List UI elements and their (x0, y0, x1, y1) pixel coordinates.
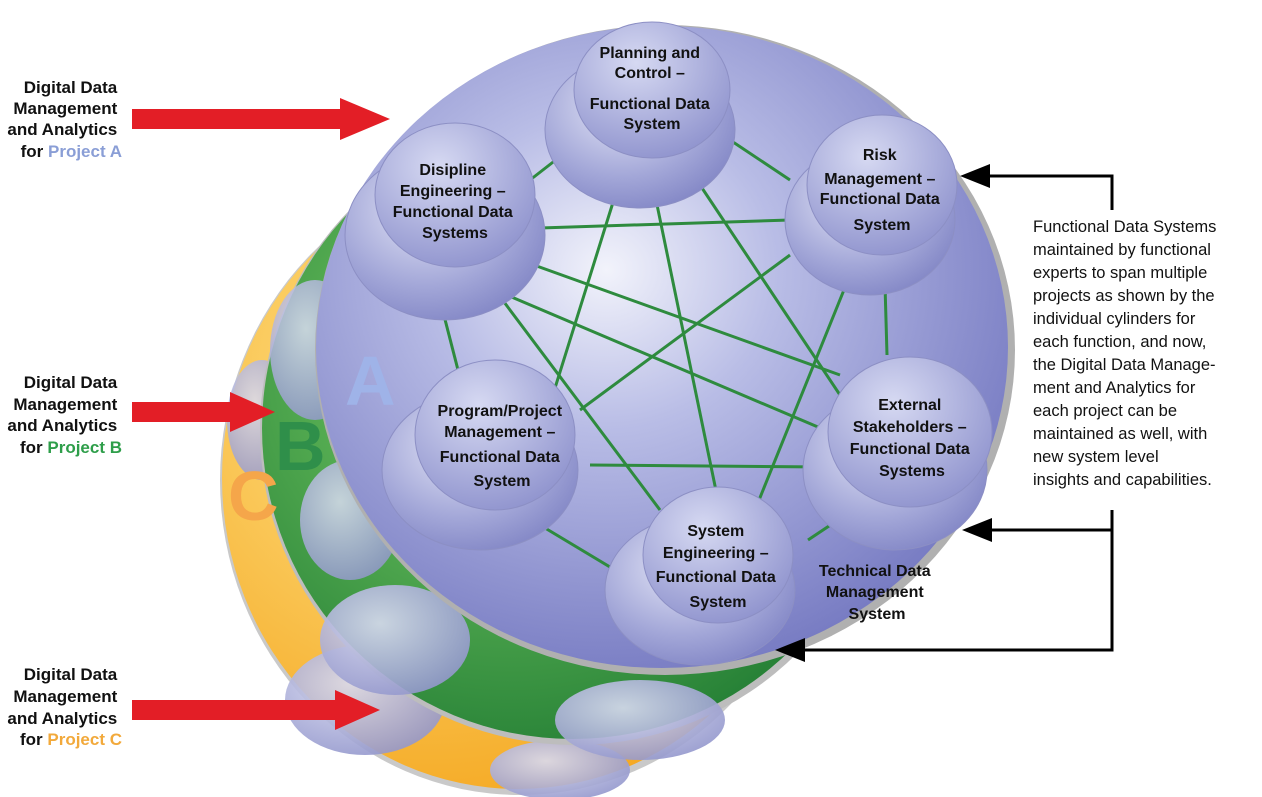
node-label-external: External Stakeholders – Functional Data … (850, 397, 974, 480)
bracket-line-top (985, 174, 1114, 210)
node-label-program: Program/Project Management – Functional … (438, 403, 567, 490)
bracket-line-bottom (800, 510, 1114, 652)
cylinder-program[interactable]: Program/Project Management – Functional … (381, 359, 579, 551)
arrow-project-b (132, 392, 275, 432)
label-project-b: Digital Data Management and Analytics fo… (7, 373, 122, 457)
arrowhead-bottom (775, 638, 805, 662)
layer-c-letter: C (228, 457, 279, 535)
connector-line (493, 289, 662, 511)
description-text: Functional Data Systems maintained by fu… (1033, 218, 1221, 489)
node-label-risk: Risk Management – Functional Data System (820, 147, 944, 234)
connector-network (438, 138, 889, 587)
connector-line (688, 169, 842, 396)
connector-line (753, 274, 852, 511)
connector-line (589, 463, 826, 469)
connector-line (729, 138, 791, 182)
connector-line (494, 288, 826, 432)
node-label-system-engineering: System Engineering – Functional Data Sys… (656, 523, 780, 611)
connector-line (539, 218, 791, 230)
bracket-arrows (800, 174, 1114, 652)
arrow-project-c (132, 690, 380, 730)
layer-b-letter: B (275, 407, 326, 485)
cylinder-external[interactable]: External Stakeholders – Functional Data … (802, 356, 993, 551)
label-project-c: Digital Data Management and Analytics fo… (7, 665, 122, 749)
arrowhead-middle (962, 518, 992, 542)
cylinder-planning[interactable]: Planning and Control – Functional Data S… (544, 21, 736, 209)
technical-data-label: Technical Data Management System (819, 563, 935, 623)
cylinder-system-engineering[interactable]: System Engineering – Functional Data Sys… (604, 486, 796, 666)
node-label-discipline: Disipline Engineering – Functional Data … (393, 162, 517, 242)
connector-line (543, 179, 622, 421)
arrowhead-top (960, 164, 990, 188)
cylinder-risk[interactable]: Risk Management – Functional Data System (784, 114, 958, 296)
connector-line (883, 284, 889, 356)
arrow-project-a (132, 98, 390, 140)
connector-line (579, 253, 791, 412)
node-label-planning: Planning and Control – Functional Data S… (590, 45, 714, 133)
connector-line (653, 194, 722, 511)
label-project-a: Digital Data Management and Analytics fo… (7, 78, 122, 161)
cylinder-discipline[interactable]: Disipline Engineering – Functional Data … (344, 122, 546, 321)
layer-a-letter: A (345, 342, 396, 420)
